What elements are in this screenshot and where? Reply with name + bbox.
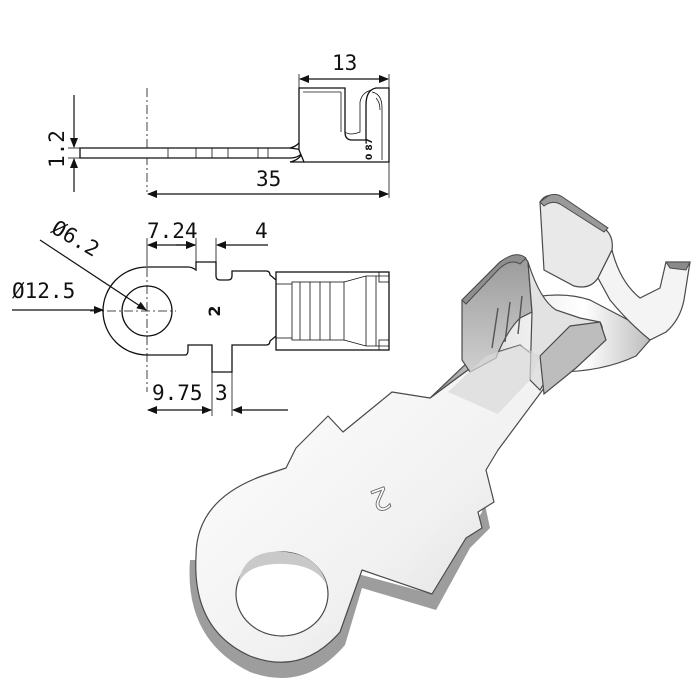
side-view-code: 0 87 <box>365 138 375 160</box>
dim-top-4: 4 <box>255 219 268 243</box>
dim-ring-dia: Ø12.5 <box>12 279 75 303</box>
top-view-part-number: 2 <box>205 305 224 316</box>
side-view-strip <box>79 137 305 159</box>
top-view: 2 7.24 4 Ø6.2 Ø12.5 9.75 <box>12 216 390 416</box>
iso-front-tab <box>539 321 607 396</box>
iso-body-edge <box>189 500 490 678</box>
side-view: 0 87 13 1.2 35 <box>45 51 390 198</box>
dim-side-35: 35 <box>256 167 281 191</box>
iso-barrel-floor <box>448 345 540 414</box>
dim-side-13: 13 <box>332 51 357 75</box>
iso-wall-back-left-top <box>539 193 609 233</box>
top-view-barrel <box>275 271 390 351</box>
iso-groove-1 <box>491 307 499 349</box>
dim-bottom-3: 3 <box>215 381 228 405</box>
dim-side-1-2: 1.2 <box>45 130 69 168</box>
iso-wall-back-right-top <box>665 261 691 271</box>
iso-hole-wall <box>238 551 327 586</box>
dim-top-7-24: 7.24 <box>147 219 198 243</box>
dim-hole-dia: Ø6.2 <box>48 216 104 262</box>
iso-groove-3 <box>517 295 523 335</box>
iso-wall-back-right <box>597 248 691 341</box>
iso-wall-front-left-top <box>461 254 527 305</box>
isometric-view: 2 <box>189 193 691 678</box>
leader-hole <box>39 239 147 311</box>
side-view-barrel <box>298 87 390 163</box>
dim-bottom-9-75: 9.75 <box>152 381 203 405</box>
iso-groove-2 <box>504 301 511 343</box>
